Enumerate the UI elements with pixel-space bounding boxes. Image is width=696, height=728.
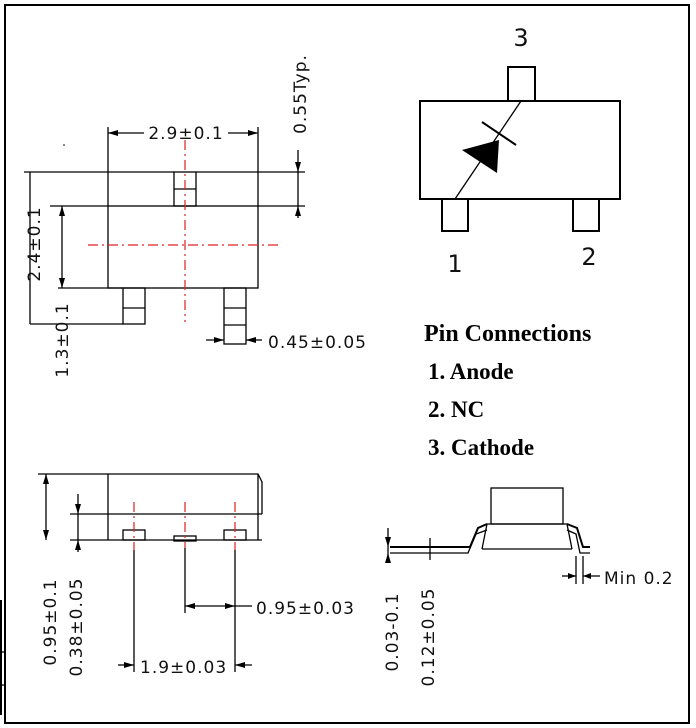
min-clearance-label: Min 0.2 <box>604 569 674 589</box>
span-dimension-label: 1.9±0.03 <box>140 658 227 678</box>
pin-connection-1: 1. Anode <box>428 359 514 384</box>
pin-width-dimension-label: 0.45±0.05 <box>268 333 367 353</box>
lead-height-dimension-label: 0.38±0.05 <box>67 578 87 677</box>
body-height-dimension-label: 0.95±0.1 <box>41 578 61 665</box>
standoff-dimension-label: 0.03-0.1 <box>383 592 403 671</box>
tab-dimension-label: 0.55Typ. <box>291 54 311 134</box>
pin-connections: Pin Connections 1. Anode 2. NC 3. Cathod… <box>424 321 591 460</box>
pinout-symbol: 3 1 2 <box>419 24 621 278</box>
symbol-body <box>419 100 621 200</box>
top-view-lead-left <box>122 287 146 325</box>
height-dimension-label: 2.4±0.1 <box>25 206 45 281</box>
top-view-lead-right <box>223 287 247 345</box>
pin-2-number: 2 <box>581 243 596 271</box>
width-dimension-label: 2.9±0.1 <box>148 124 223 144</box>
symbol-pin-2 <box>572 198 600 232</box>
pin-3-number: 3 <box>513 24 528 52</box>
pin-1-number: 1 <box>447 250 462 278</box>
lead-thickness-dimension-label: 0.12±0.05 <box>419 588 439 687</box>
top-view-body <box>107 205 259 289</box>
symbol-pin-3 <box>507 66 536 102</box>
pitch-dimension-label: 0.95±0.03 <box>256 599 355 619</box>
side-body <box>490 487 564 525</box>
drawing-frame <box>4 4 690 724</box>
side-view: 0.03-0.1 0.12±0.05 Min 0.2 <box>383 487 674 687</box>
pin-connection-3: 3. Cathode <box>428 435 534 460</box>
pin-connections-title: Pin Connections <box>424 321 591 347</box>
pin-offset-dimension-label: 1.3±0.1 <box>53 302 73 377</box>
pin-connection-2: 2. NC <box>428 397 484 422</box>
top-view: 2.9±0.1 2.4±0.1 1.3±0.1 0.55Typ. 0.45±0.… <box>24 54 367 378</box>
left-edge-marks <box>0 600 6 715</box>
front-view: 0.95±0.1 0.38±0.05 0.95±0.03 1.9±0.03 <box>38 473 355 678</box>
symbol-pin-1 <box>441 198 469 232</box>
diode-icon <box>462 140 499 173</box>
